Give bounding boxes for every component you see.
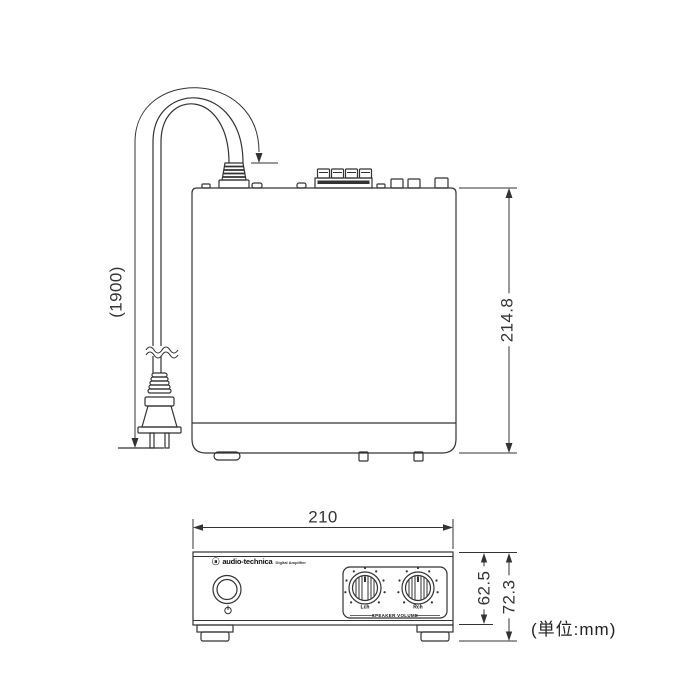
- brand-mark-icon: ⓐ: [212, 557, 220, 566]
- power-button: [212, 574, 242, 605]
- power-icon: [224, 605, 232, 615]
- bottom-tab-left: [358, 451, 369, 462]
- knob-tick-dots: [397, 566, 439, 604]
- power-plug: [118, 372, 182, 449]
- rca-jacks: [390, 178, 421, 189]
- volume-panel: [342, 566, 448, 619]
- brand-name: audio-technica: [222, 557, 273, 566]
- rear-panel-bumps: [201, 182, 386, 189]
- arrow-down-icon: [131, 438, 139, 448]
- power-cord: [145, 97, 244, 373]
- model-text: Digital Amplifier: [275, 560, 306, 565]
- left-knob-label: Lch: [360, 604, 370, 610]
- unit-note: (単位:mm): [531, 620, 617, 639]
- volume-knob-left: [344, 566, 386, 605]
- speaker-volume-label: SPEAKER VOLUME: [371, 612, 419, 618]
- speaker-terminals: [314, 168, 373, 189]
- cord-length-label: (1900): [106, 262, 126, 322]
- volume-knob-right: [397, 566, 439, 605]
- right-knob-label: Rch: [413, 604, 423, 610]
- foot-left: [196, 624, 234, 642]
- arrow-up-icon: [505, 188, 513, 198]
- plug-prong-left: [149, 432, 155, 449]
- total-height-label: 72.3: [499, 575, 519, 619]
- cord-break-icon: [145, 346, 179, 359]
- arrow-up-icon: [480, 553, 488, 563]
- front-panel: [192, 551, 454, 626]
- arrow-up-icon: [505, 553, 513, 563]
- arrow-down-icon: [255, 153, 263, 163]
- top-view-drawing: [118, 87, 517, 462]
- arrow-down-icon: [505, 443, 513, 453]
- depth-label: 214.8: [497, 293, 517, 347]
- bottom-tab-right: [413, 451, 424, 462]
- power-inlet-block: [434, 177, 449, 189]
- width-label: 210: [308, 507, 338, 527]
- front-foot-edge: [213, 451, 241, 461]
- front-view-drawing: [192, 519, 517, 642]
- arrow-down-icon: [505, 631, 513, 641]
- knob-tick-dots: [344, 566, 386, 604]
- cord-entry-bushing: [218, 162, 250, 189]
- arrow-left-icon: [193, 524, 203, 531]
- dimension-width: [192, 519, 454, 549]
- foot-right: [416, 624, 454, 642]
- amplifier-top-body: [191, 187, 457, 462]
- panel-height-label: 62.5: [474, 566, 494, 610]
- arrow-right-icon: [443, 524, 453, 531]
- dimension-cord-length: [131, 87, 278, 448]
- arrow-down-icon: [480, 614, 488, 624]
- plug-prong-right: [164, 432, 170, 449]
